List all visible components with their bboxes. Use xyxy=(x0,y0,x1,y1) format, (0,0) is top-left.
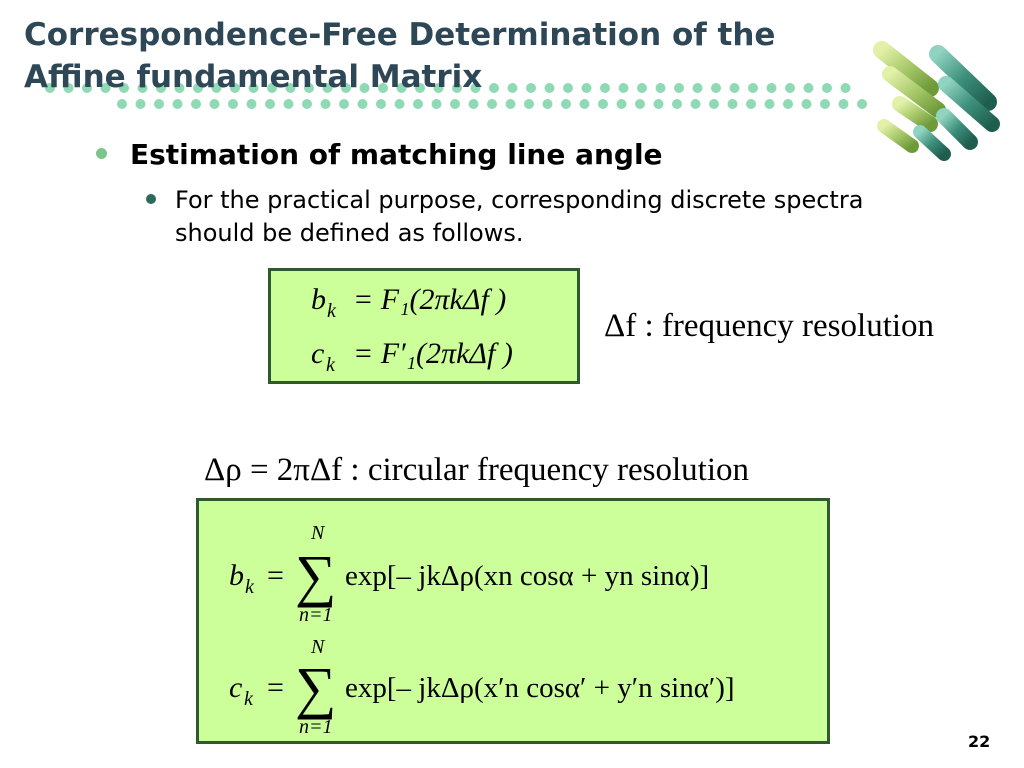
decorative-dot xyxy=(727,99,738,109)
capsule-dark-4 xyxy=(913,125,951,161)
decorative-dot xyxy=(561,99,571,109)
slide-title-line-1: Correspondence-Free Determination of the xyxy=(24,17,776,53)
bk-subscript: k xyxy=(327,300,337,322)
bullet-dot-icon xyxy=(96,148,107,159)
decorative-dot xyxy=(822,83,832,93)
bullet-level-2-text: For the practical purpose, corresponding… xyxy=(175,186,864,247)
delta-f-definition-text: Δf : frequency resolution xyxy=(604,308,934,344)
decorative-dot xyxy=(320,99,331,109)
decorative-dot xyxy=(431,99,442,109)
sum-ck-sigma-icon: ∑ xyxy=(295,655,336,720)
decorative-dot xyxy=(635,99,645,109)
sum-ck-body: exp[– jkΔρ(x′n cosα′ + y′n sinα′)] xyxy=(345,672,735,704)
slide-title: Correspondence-Free Determination of the… xyxy=(24,14,775,98)
decorative-dot xyxy=(376,99,386,109)
sum-bk-sigma-icon: ∑ xyxy=(295,543,336,608)
decorative-dot xyxy=(413,99,423,109)
equation-box-spectra-math: b k = F₁(2πkΔf ) c k = F′₁(2πkΔf ) xyxy=(311,283,513,376)
sum-ck-upper-limit: N xyxy=(310,636,326,658)
decorative-dot xyxy=(542,99,553,109)
decorative-dot xyxy=(450,99,460,109)
equation-box-spectra: b k = F₁(2πkΔf ) c k = F′₁(2πkΔf ) xyxy=(268,268,580,384)
decorative-capsule-logo-icon xyxy=(873,41,1000,161)
sum-bk-upper-limit: N xyxy=(310,522,326,544)
decorative-dot xyxy=(616,99,627,109)
decorative-dot xyxy=(228,99,238,109)
decorative-dot xyxy=(746,99,756,109)
ck-symbol: c xyxy=(311,337,324,370)
decorative-dot xyxy=(820,99,830,109)
bk-definition: = F₁(2πkΔf ) xyxy=(353,283,506,316)
capsule-dark-2 xyxy=(938,76,1000,132)
capsule-light-1 xyxy=(873,41,939,97)
decorative-dot xyxy=(785,83,795,93)
decorative-dot xyxy=(172,99,183,109)
delta-rho-definition-text: Δρ = 2πΔf : circular frequency resolutio… xyxy=(204,452,749,488)
capsule-dark-1 xyxy=(929,45,997,111)
decorative-dot xyxy=(653,99,664,109)
sum-ck-symbol: c xyxy=(229,671,242,704)
sum-bk-lower-limit: n=1 xyxy=(299,604,333,626)
decorative-dot xyxy=(394,99,405,109)
capsule-dark-3 xyxy=(936,108,978,150)
capsule-light-2 xyxy=(882,66,946,118)
decorative-dot xyxy=(135,99,146,109)
decorative-dot xyxy=(672,99,682,109)
sum-bk-subscript: k xyxy=(245,576,255,598)
decorative-dot xyxy=(764,99,775,109)
decorative-dot xyxy=(838,99,849,109)
decorative-dot xyxy=(709,99,719,109)
bullet-level-1-text: Estimation of matching line angle xyxy=(130,138,663,171)
decorative-dot xyxy=(154,99,164,109)
ck-definition: = F′₁(2πkΔf ) xyxy=(353,337,513,370)
sum-ck-equals: = xyxy=(267,671,284,704)
delta-rho-definition: Δρ = 2πΔf : circular frequency resolutio… xyxy=(204,452,749,488)
decorative-dot xyxy=(801,99,812,109)
bullet-dot-icon xyxy=(146,194,156,204)
decorative-dot xyxy=(283,99,294,109)
sum-bk-body: exp[– jkΔρ(xn cosα + yn sinα)] xyxy=(345,560,709,592)
equation-box-sums: b k = N ∑ n=1 exp[– jkΔρ(xn cosα + yn si… xyxy=(196,498,830,744)
page-number: 22 xyxy=(968,732,991,751)
decorative-dot xyxy=(598,99,608,109)
decorative-dot xyxy=(783,99,793,109)
decorative-dot xyxy=(468,99,479,109)
sum-ck-subscript: k xyxy=(244,688,254,710)
delta-f-definition: Δf : frequency resolution xyxy=(604,308,934,344)
equation-box-sums-math: b k = N ∑ n=1 exp[– jkΔρ(xn cosα + yn si… xyxy=(229,522,735,738)
decorative-dot xyxy=(209,99,220,109)
slide-title-line-2: Affine fundamental Matrix xyxy=(24,59,483,95)
sum-ck-lower-limit: n=1 xyxy=(299,716,333,738)
sum-bk-equals: = xyxy=(267,559,284,592)
ck-subscript: k xyxy=(326,354,336,376)
decorative-dot xyxy=(524,99,534,109)
decorative-dot xyxy=(246,99,257,109)
dot-row-bottom xyxy=(117,99,867,109)
decorative-dot xyxy=(357,99,368,109)
sum-bk-symbol: b xyxy=(229,559,244,592)
decorative-dot xyxy=(339,99,349,109)
decorative-dot xyxy=(191,99,201,109)
capsule-light-3 xyxy=(892,96,938,132)
decorative-dot xyxy=(265,99,275,109)
decorative-dot xyxy=(803,83,814,93)
decorative-dot xyxy=(117,99,127,109)
decorative-dot xyxy=(690,99,701,109)
decorative-dot xyxy=(840,83,851,93)
capsule-light-4 xyxy=(877,119,919,153)
bk-symbol: b xyxy=(311,283,326,316)
decorative-dot xyxy=(579,99,590,109)
decorative-dot xyxy=(302,99,312,109)
decorative-dot xyxy=(487,99,497,109)
decorative-dot xyxy=(505,99,516,109)
